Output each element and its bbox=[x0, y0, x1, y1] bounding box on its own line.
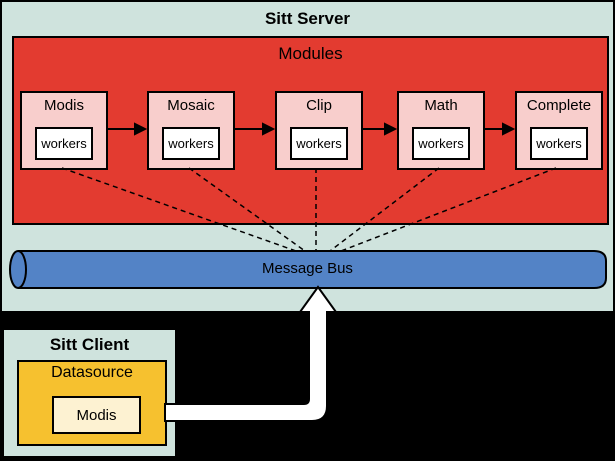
module-label: Math bbox=[424, 97, 458, 114]
message-bus-label: Message Bus bbox=[262, 260, 353, 277]
modules-panel: Modules Modis workers Mosaic workers Cli… bbox=[12, 36, 609, 225]
module-label: Modis bbox=[43, 97, 84, 114]
datasource-box: Datasource Modis bbox=[17, 360, 167, 446]
workers-box: workers bbox=[412, 127, 470, 160]
module-box-math: Math workers bbox=[397, 91, 485, 170]
module-box-modis: Modis workers bbox=[20, 91, 108, 170]
workers-box: workers bbox=[35, 127, 93, 160]
datasource-item-modis: Modis bbox=[52, 396, 141, 434]
client-title: Sitt Client bbox=[49, 335, 130, 354]
module-box-mosaic: Mosaic workers bbox=[147, 91, 235, 170]
module-label: Mosaic bbox=[167, 97, 215, 114]
module-box-clip: Clip workers bbox=[275, 91, 363, 170]
module-label: Complete bbox=[526, 97, 592, 114]
workers-box: workers bbox=[162, 127, 220, 160]
datasource-title: Datasource bbox=[51, 364, 133, 381]
module-label: Clip bbox=[306, 97, 332, 114]
workers-box: workers bbox=[290, 127, 348, 160]
module-box-complete: Complete workers bbox=[515, 91, 603, 170]
sitt-client-panel: Sitt Client Datasource Modis bbox=[2, 328, 177, 458]
workers-box: workers bbox=[530, 127, 588, 160]
modules-title: Modules bbox=[278, 44, 343, 63]
server-title: Sitt Server bbox=[264, 9, 351, 28]
